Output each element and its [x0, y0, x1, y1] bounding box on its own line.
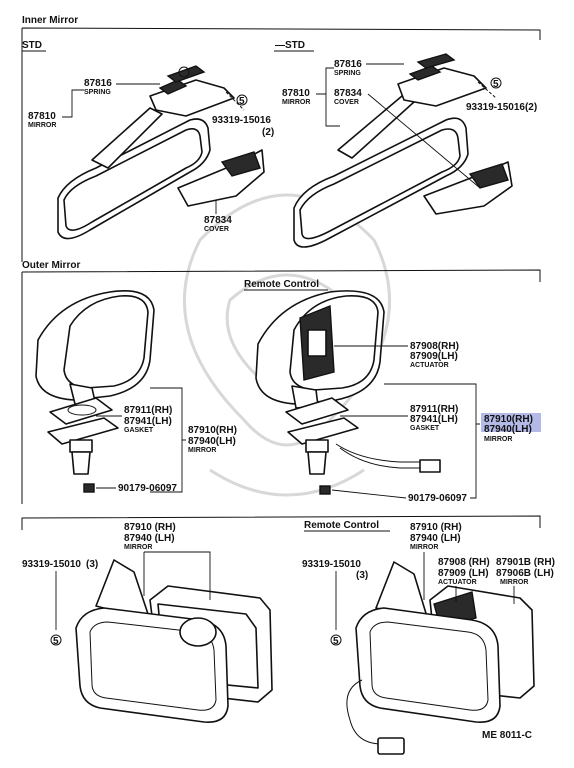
inner-nstd-spring-label: SPRING	[334, 70, 361, 77]
inner-std-mirror-number: 87810	[28, 111, 56, 122]
outer-right-mirror-label: MIRROR	[484, 436, 512, 443]
inner-std-screw-number: 93319-15016	[212, 115, 271, 126]
inner-std-screw-qty: (2)	[262, 127, 274, 138]
label-minus-std: —STD	[275, 40, 305, 51]
inner-nstd-spring-number: 87816	[334, 59, 362, 70]
outer-right-actuator-label: ACTUATOR	[410, 362, 449, 369]
inner-nstd-mirror-label: MIRROR	[282, 99, 310, 106]
outer-right-nut: 90179-06097	[408, 493, 467, 504]
bottom-left-mirror-drawing	[75, 559, 273, 723]
outer-right-mirror-lh: 87940(LH)	[484, 424, 532, 435]
inner-nstd-cover-label: COVER	[334, 99, 359, 106]
inner-mirror-std-drawing	[57, 65, 265, 240]
outer-mirror-right-drawing	[255, 290, 441, 495]
bottom-left-screw-qty: (3)	[86, 559, 98, 570]
inner-std-cover-label: COVER	[204, 226, 229, 233]
bottom-left-screw-number: 93319-15010	[22, 559, 81, 570]
bottom-right-mirror-lh: 87940 (LH)	[410, 533, 461, 544]
bottom-frame	[21, 515, 541, 530]
outer-left-gasket-label: GASKET	[124, 427, 154, 434]
label-std: STD	[22, 40, 42, 51]
inner-nstd-ref-number: 5	[493, 79, 499, 90]
bottom-right-mirror-rh: 87910 (RH)	[410, 522, 462, 533]
outer-right-actuator-rh: 87908(RH)	[410, 341, 459, 352]
outer-left-mirror-label: MIRROR	[188, 447, 216, 454]
highlighted-part-number[interactable]	[481, 413, 541, 432]
bottom-left-mirror-rh: 87910 (RH)	[124, 522, 176, 533]
outer-right-gasket-lh: 87941(LH)	[410, 414, 458, 425]
inner-std-cover-number: 87834	[204, 215, 232, 226]
outer-left-gasket-lh: 87941(LH)	[124, 416, 172, 427]
inner-nstd-screw: 93319-15016(2)	[466, 102, 537, 113]
inner-std-ref-number: 5	[239, 96, 245, 107]
inner-nstd-cover-number: 87834	[334, 88, 362, 99]
inner-nstd-mirror-number: 87810	[282, 88, 310, 99]
bottom-right-mirror2-label: MIRROR	[500, 579, 528, 586]
outer-right-mirror-rh: 87910(RH)	[484, 414, 533, 425]
bottom-left-mirror-lh: 87940 (LH)	[124, 533, 175, 544]
outer-right-actuator-lh: 87909(LH)	[410, 351, 458, 362]
outer-mirror-frame	[21, 269, 541, 504]
footer-code: ME 8011-C	[482, 730, 532, 741]
bottom-right-mirror2-rh: 87901B (RH)	[496, 557, 555, 568]
outer-left-gasket-rh: 87911(RH)	[124, 405, 172, 416]
label-remote-control-bottom: Remote Control	[304, 520, 379, 531]
inner-mirror-frame	[21, 27, 541, 262]
bottom-right-actuator-lh: 87909 (LH)	[438, 568, 489, 579]
outer-left-mirror-rh: 87910(RH)	[188, 425, 237, 436]
bottom-right-ref: 5	[333, 636, 339, 647]
bottom-left-mirror-label: MIRROR	[124, 544, 152, 551]
inner-mirror-nstd-drawing	[293, 53, 513, 248]
bottom-right-actuator-rh: 87908 (RH)	[438, 557, 490, 568]
inner-std-mirror-label: MIRROR	[28, 122, 56, 129]
bottom-right-mirror-drawing	[346, 561, 535, 755]
outer-mirror-left-drawing	[35, 290, 155, 493]
inner-std-spring-label: SPRING	[84, 89, 111, 96]
section-title-inner-mirror: Inner Mirror	[22, 15, 78, 26]
bottom-right-mirror-label: MIRROR	[410, 544, 438, 551]
outer-left-nut: 90179-06097	[118, 483, 177, 494]
bottom-right-screw-number: 93319-15010	[302, 559, 361, 570]
bottom-right-actuator-label: ACTUATOR	[438, 579, 477, 586]
inner-std-spring-number: 87816	[84, 78, 112, 89]
bottom-right-mirror2-lh: 87906B (LH)	[496, 568, 554, 579]
outer-right-gasket-rh: 87911(RH)	[410, 404, 458, 415]
outer-left-mirror-lh: 87940(LH)	[188, 436, 236, 447]
outer-right-gasket-label: GASKET	[410, 425, 440, 432]
section-title-outer-mirror: Outer Mirror	[22, 260, 80, 271]
bottom-left-ref: 5	[53, 636, 59, 647]
bottom-right-screw-qty: (3)	[356, 570, 368, 581]
label-remote-control-top: Remote Control	[244, 279, 319, 290]
